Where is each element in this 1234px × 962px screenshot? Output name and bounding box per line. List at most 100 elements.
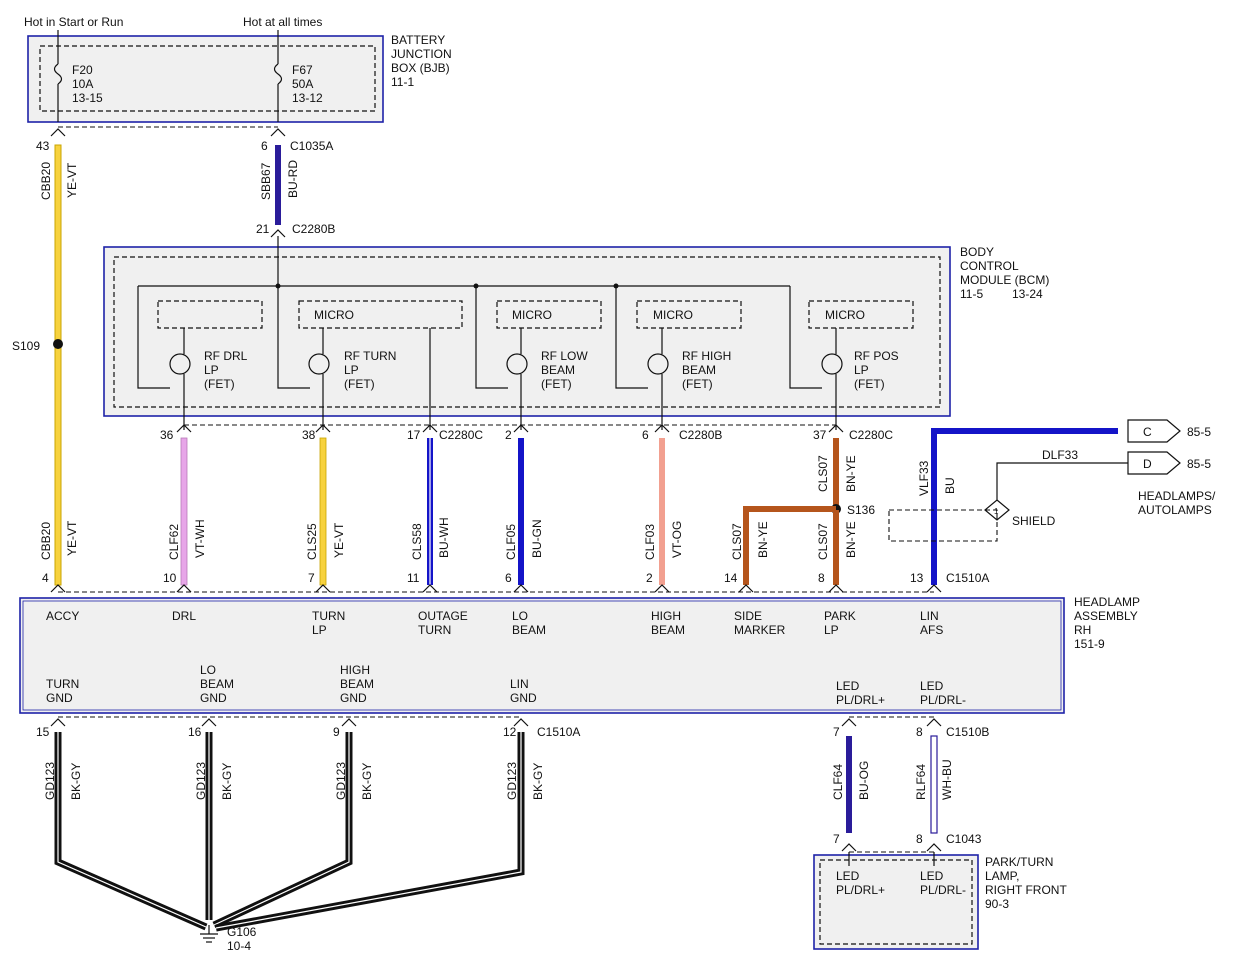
ground-name: G106 bbox=[227, 925, 257, 939]
wire-clf64-circuit: CLF64 bbox=[831, 764, 845, 800]
fuse-f67-label: F67 bbox=[292, 63, 313, 77]
wire-rlf64-circuit: RLF64 bbox=[914, 764, 928, 800]
pin-label-lo-beam-gnd: LO bbox=[200, 663, 216, 677]
pin-number: 17 bbox=[407, 428, 421, 442]
connector-c2280c-label: C2280C bbox=[439, 428, 483, 442]
wire-cls07-upper-circuit: CLS07 bbox=[816, 455, 830, 492]
pin-label-lo-beam-gnd: BEAM bbox=[200, 677, 234, 691]
wire-rlf64-color: WH-BU bbox=[940, 759, 954, 800]
pin-number: 6 bbox=[261, 139, 268, 153]
pin-label-lo-beam: BEAM bbox=[512, 623, 546, 637]
wire-clf64-color: BU-OG bbox=[857, 761, 871, 800]
wire-clf62 bbox=[180, 437, 188, 586]
pin-number: 9 bbox=[333, 725, 340, 739]
ground-wires bbox=[54, 732, 525, 932]
wire-clf03-circuit: CLF03 bbox=[643, 524, 657, 560]
headlamp-title-line: 151-9 bbox=[1074, 637, 1105, 651]
pin-label-high-beam-gnd: GND bbox=[340, 691, 367, 705]
micro-label: MICRO bbox=[314, 308, 354, 322]
pin-number: 10 bbox=[163, 571, 177, 585]
wire-clf05 bbox=[518, 438, 524, 585]
pin-label-lin-gnd: LIN bbox=[510, 677, 529, 691]
connector-c2280c-label-2: C2280C bbox=[849, 428, 893, 442]
pin-label-lo-beam-gnd: GND bbox=[200, 691, 227, 705]
pin-number: 7 bbox=[833, 725, 840, 739]
bcm-title-line: CONTROL bbox=[960, 259, 1019, 273]
bjb-title-line: BATTERY bbox=[391, 33, 445, 47]
wire-cls25-circuit: CLS25 bbox=[305, 523, 319, 560]
fet-drl-symbol bbox=[169, 353, 191, 375]
refs-title-line: HEADLAMPS/ bbox=[1138, 489, 1216, 503]
bjb-title-line: BOX (BJB) bbox=[391, 61, 450, 75]
connector-c1510b-label: C1510B bbox=[946, 725, 989, 739]
connector-c1510a-label-2: C1510A bbox=[537, 725, 580, 739]
shield-label: SHIELD bbox=[1012, 514, 1056, 528]
park-lamp-pin-label: PL/DRL- bbox=[920, 883, 966, 897]
pin-label-led-pl-drl-minus: PL/DRL- bbox=[920, 693, 966, 707]
wire-cls25 bbox=[319, 437, 327, 586]
pin-label-led-pl-drl-plus: LED bbox=[836, 679, 860, 693]
wire-rlf64 bbox=[930, 735, 938, 834]
fet-high-beam-label: BEAM bbox=[682, 363, 716, 377]
pin-number: 4 bbox=[42, 571, 49, 585]
wire-cls58-color: BU-WH bbox=[437, 517, 451, 558]
wire-vlf33-color: BU bbox=[943, 477, 957, 494]
fuse-f67-rating: 50A bbox=[292, 77, 313, 91]
micro-label: MICRO bbox=[512, 308, 552, 322]
splice-s109-label: S109 bbox=[12, 339, 40, 353]
pin-label-turn-lp: TURN bbox=[312, 609, 345, 623]
connector-c1035a-label: C1035A bbox=[290, 139, 333, 153]
pin-label-lin-afs: LIN bbox=[920, 609, 939, 623]
pin-label-turn-gnd: TURN bbox=[46, 677, 79, 691]
pin-number: 2 bbox=[646, 571, 653, 585]
pin-label-lo-beam: LO bbox=[512, 609, 528, 623]
wire-gd123-color: BK-GY bbox=[220, 763, 234, 800]
headlamp-title-line: HEADLAMP bbox=[1074, 595, 1140, 609]
bcm-title-line: MODULE (BCM) bbox=[960, 273, 1049, 287]
refs-title-line: AUTOLAMPS bbox=[1138, 503, 1212, 517]
wire-gd123-circuit: GD123 bbox=[334, 762, 348, 800]
fet-low-beam-symbol bbox=[506, 353, 528, 375]
pin-number: 37 bbox=[813, 428, 827, 442]
fet-pos-label: LP bbox=[854, 363, 869, 377]
wire-cls07-upper bbox=[833, 438, 839, 508]
pin-number: 11 bbox=[407, 571, 420, 585]
wire-cbb20-circuit-lower: CBB20 bbox=[39, 522, 53, 560]
fet-low-beam-label: RF LOW bbox=[541, 349, 588, 363]
fuse-f20-rating: 10A bbox=[72, 77, 93, 91]
pin-number: 36 bbox=[160, 428, 174, 442]
fet-low-beam-label: BEAM bbox=[541, 363, 575, 377]
fuse-f20-symbol bbox=[53, 63, 63, 85]
splice-s136-label: S136 bbox=[847, 503, 875, 517]
pin-label-high-beam-gnd: HIGH bbox=[340, 663, 370, 677]
fuse-f20-label: F20 bbox=[72, 63, 93, 77]
pin-number: 15 bbox=[36, 725, 50, 739]
pin-number: 12 bbox=[503, 725, 517, 739]
bjb-title-line: JUNCTION bbox=[391, 47, 452, 61]
park-lamp-title-line: RIGHT FRONT bbox=[985, 883, 1067, 897]
headlamp-assembly: HEADLAMP ASSEMBLY RH 151-9 ACCY DRL TURN… bbox=[19, 595, 1140, 714]
wire-cls07-lower-color: BN-YE bbox=[844, 521, 858, 558]
fet-high-beam-label: (FET) bbox=[682, 377, 713, 391]
supply-run-label: Hot in Start or Run bbox=[24, 15, 123, 29]
fet-low-beam-label: (FET) bbox=[541, 377, 572, 391]
micro-label: MICRO bbox=[825, 308, 865, 322]
pin-number: 14 bbox=[724, 571, 738, 585]
bcm-title-line: 11-5 bbox=[960, 287, 983, 301]
park-lamp-title-line: 90-3 bbox=[985, 897, 1009, 911]
fet-drl-label: (FET) bbox=[204, 377, 235, 391]
pin-number: 6 bbox=[642, 428, 649, 442]
wire-gd123-color: BK-GY bbox=[69, 763, 83, 800]
micro-label: MICRO bbox=[653, 308, 693, 322]
wire-clf62-color: VT-WH bbox=[193, 519, 207, 558]
shield-enclosure bbox=[888, 509, 998, 542]
fuse-f67-symbol bbox=[273, 63, 283, 85]
ground-ref: 10-4 bbox=[227, 939, 251, 953]
pin-label-high-beam-gnd: BEAM bbox=[340, 677, 374, 691]
fet-pos-label: (FET) bbox=[854, 377, 885, 391]
wire-clf62-circuit: CLF62 bbox=[167, 524, 181, 560]
wire-vlf33-circuit: VLF33 bbox=[917, 460, 931, 496]
ref-c-letter: C bbox=[1143, 425, 1152, 439]
park-lamp-title-line: PARK/TURN bbox=[985, 855, 1053, 869]
